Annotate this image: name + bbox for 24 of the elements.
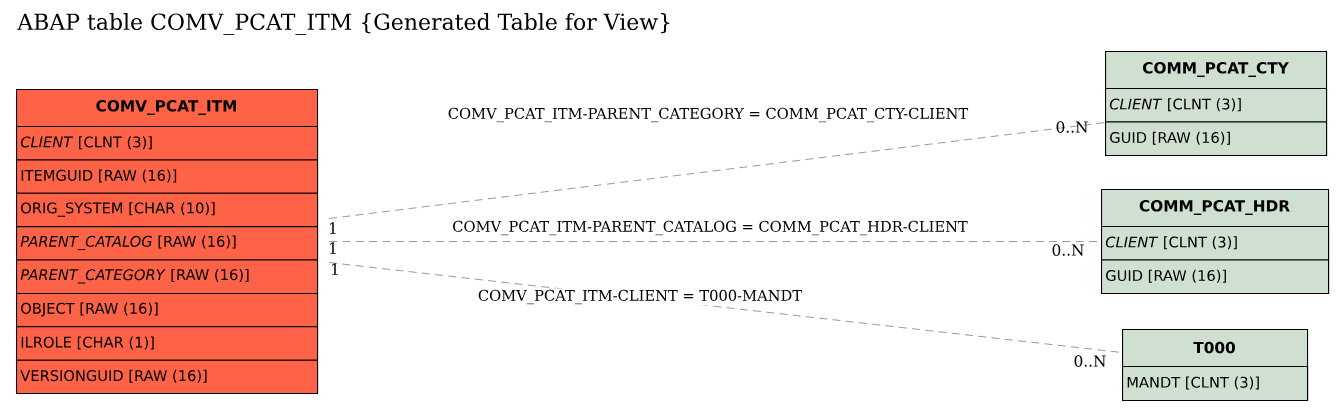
table-row: GUID [RAW (16)] (1105, 121, 1328, 157)
table-row: PARENT_CATALOG [RAW (16)] (16, 226, 319, 261)
table-row: OBJECT [RAW (16)] (16, 292, 319, 328)
edge-label: COMV_PCAT_ITM-PARENT_CATALOG = COMM_PCAT_HDR-CLIENT (450, 219, 970, 237)
edge-label: COMV_PCAT_ITM-PARENT_CATEGORY = COMM_PCAT_CTY-CLIENT (446, 106, 970, 124)
table-row: ITEMGUID [RAW (16)] (16, 159, 319, 194)
table-row: MANDT [CLNT (3)] (1122, 366, 1309, 402)
table-row: CLIENT [CLNT (3)] (1101, 226, 1330, 261)
table-row: CLIENT [CLNT (3)] (16, 126, 319, 161)
table-row: GUID [RAW (16)] (1101, 259, 1330, 295)
table-row: ORIG_SYSTEM [CHAR (10)] (16, 192, 319, 228)
table-row: ILROLE [CHAR (1)] (16, 326, 319, 361)
title: ABAP table COMV_PCAT_ITM {Generated Table for View} (17, 13, 670, 35)
connector-line (328, 122, 1106, 219)
cardinality-label: 0..N (1056, 121, 1088, 133)
table-row: VERSIONGUID [RAW (16)] (16, 359, 319, 395)
table-row: PARENT_CATEGORY [RAW (16)] (16, 259, 319, 294)
cardinality-label: 1 (332, 263, 338, 275)
cardinality-label: 1 (330, 242, 336, 254)
cardinality-label: 0..N (1052, 244, 1084, 256)
cardinality-label: 1 (330, 222, 336, 234)
table-row: CLIENT [CLNT (3)] (1105, 88, 1328, 123)
cardinality-label: 0..N (1074, 355, 1106, 367)
edge-label: COMV_PCAT_ITM-CLIENT = T000-MANDT (476, 288, 804, 306)
